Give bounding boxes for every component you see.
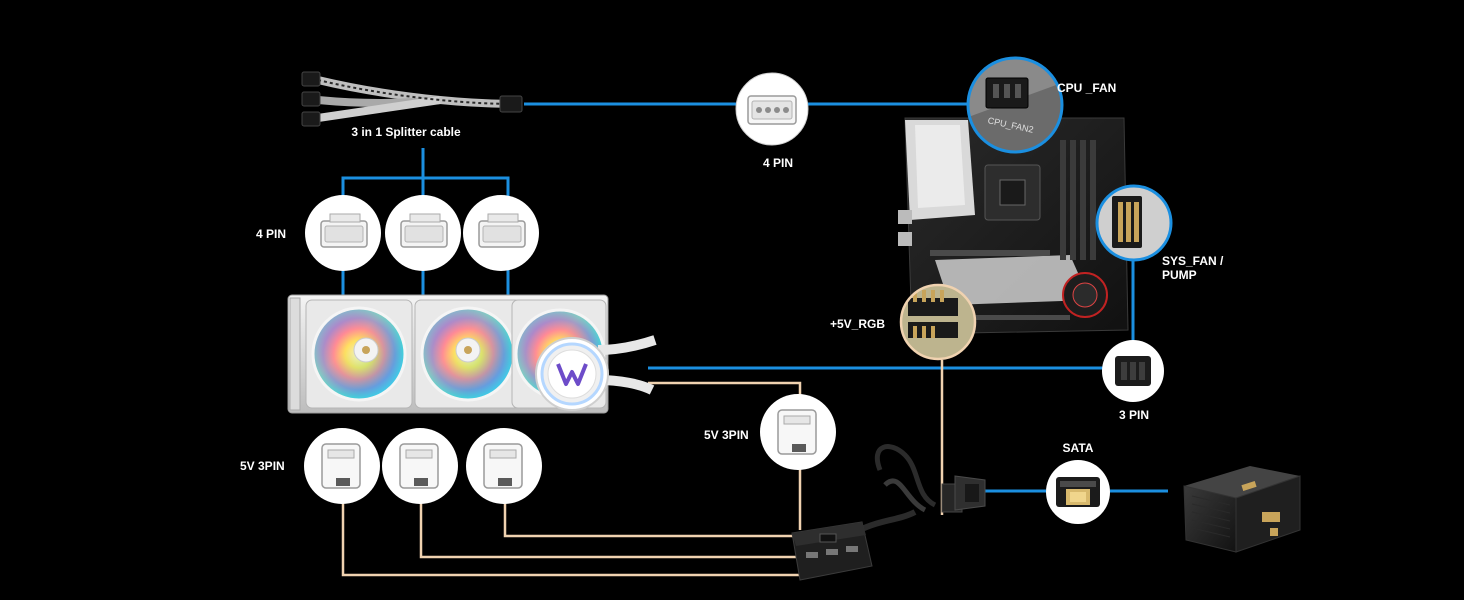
4pin-connector-icon <box>385 195 461 271</box>
sys-fan-label-line2: PUMP <box>1162 268 1197 282</box>
argb-wire-fan3 <box>503 500 800 538</box>
cpu-fan-label: CPU _FAN <box>1057 81 1116 95</box>
argb-connector-left-label: 5V 3PIN <box>240 459 285 473</box>
argb-hub-icon <box>791 444 937 581</box>
sys-fan-label-line1: SYS_FAN / <box>1162 254 1224 268</box>
sys-fan-header-icon <box>1095 184 1173 262</box>
aio-cooler-icon <box>287 294 657 414</box>
pump-head-icon <box>535 335 657 411</box>
cpu-fan-header-icon: CPU_FAN2 <box>966 56 1064 154</box>
argb-3pin-connectors <box>304 428 542 504</box>
argb-3pin-connector-mid-icon <box>760 394 836 470</box>
pump-connector-label: 3 PIN <box>1119 408 1149 422</box>
motherboard-icon <box>898 117 1129 335</box>
fan-1-icon <box>305 299 413 409</box>
4pin-connector-icon <box>305 195 381 271</box>
rgb-header-icon <box>899 283 977 361</box>
fan-2-icon <box>414 299 522 409</box>
rgb-header-label: +5V_RGB <box>830 317 885 331</box>
argb-3pin-connector-icon <box>304 428 380 504</box>
splitter-cable-icon <box>301 71 523 127</box>
4pin-connector-top-icon <box>735 72 809 146</box>
sata-label: SATA <box>1063 441 1094 455</box>
argb-wires <box>341 360 944 577</box>
argb-connector-mid-label: 5V 3PIN <box>704 428 749 442</box>
argb-wire-fan1 <box>341 500 800 577</box>
argb-wire-pump <box>648 381 802 530</box>
power-supply-icon <box>1183 466 1301 553</box>
3pin-connector-icon <box>1102 340 1164 402</box>
fan-4pin-connectors <box>305 195 539 271</box>
argb-wire-fan2 <box>419 500 800 559</box>
splitter-branch-wires <box>341 176 510 200</box>
4pin-connector-icon <box>463 195 539 271</box>
fan-connector-left-label: 4 PIN <box>256 227 286 241</box>
fan-connector-top-label: 4 PIN <box>763 156 793 170</box>
splitter-cable-label: 3 in 1 Splitter cable <box>351 125 461 139</box>
argb-3pin-connector-icon <box>466 428 542 504</box>
argb-3pin-connector-icon <box>382 428 458 504</box>
hub-sata-plug-icon <box>941 475 986 513</box>
sata-connector-icon <box>1046 460 1110 524</box>
